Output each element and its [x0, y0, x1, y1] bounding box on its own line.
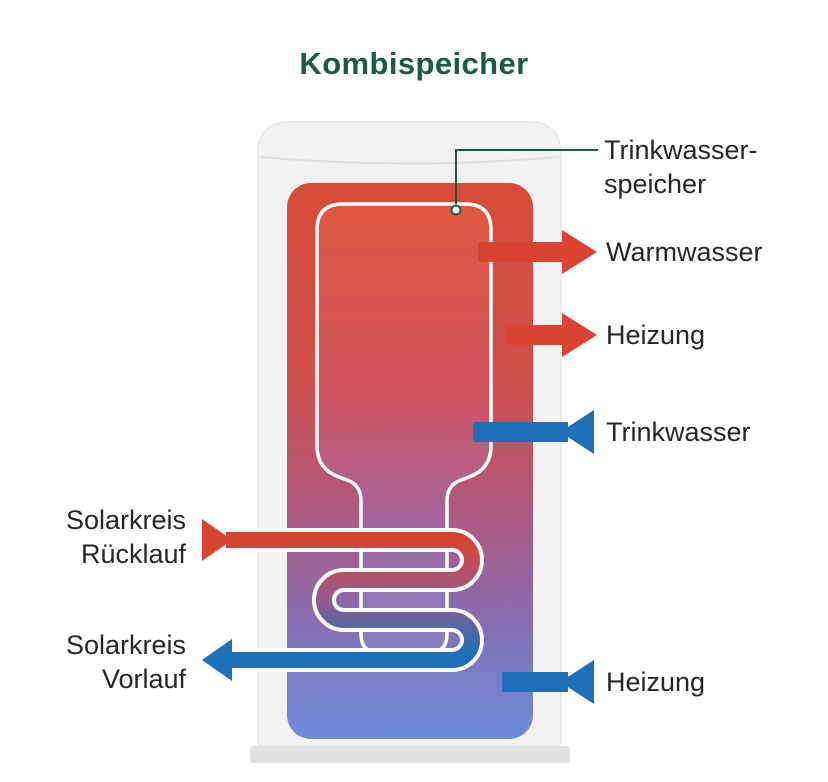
trinkwasser-arrow — [473, 410, 594, 454]
label-solarkreis-vorlauf: Solarkreis Vorlauf — [66, 628, 186, 696]
solarkreis-vorlauf-arrowhead — [202, 639, 232, 681]
label-solarkreis-ruecklauf-line2: Rücklauf — [80, 539, 186, 569]
trinkwasserspeicher-leader-line — [455, 149, 598, 204]
label-trinkwasserspeicher-line1: Trinkwasser- — [604, 135, 758, 165]
trinkwasserspeicher-leader-dot — [450, 204, 462, 216]
tank-base — [250, 746, 570, 763]
label-trinkwasser: Trinkwasser — [606, 417, 751, 447]
warmwasser-arrow — [478, 230, 597, 274]
label-solarkreis-vorlauf-line1: Solarkreis — [65, 630, 186, 660]
label-heizung-bottom: Heizung — [606, 667, 706, 697]
drinking-water-tank — [315, 202, 493, 655]
label-trinkwasserspeicher-line2: speicher — [604, 169, 707, 199]
heizung-bottom-arrow — [502, 660, 594, 704]
label-heizung-top: Heizung — [606, 320, 706, 350]
label-solarkreis-ruecklauf: Solarkreis Rücklauf — [66, 503, 186, 571]
diagram-title: Kombispeicher — [299, 46, 529, 81]
solar-coil — [226, 532, 480, 668]
tank-lid-seam — [259, 156, 560, 165]
label-warmwasser: Warmwasser — [606, 237, 763, 267]
label-trinkwasserspeicher: Trinkwasser- speicher — [604, 133, 758, 201]
heizung-top-arrow — [506, 313, 597, 357]
label-solarkreis-vorlauf-line2: Vorlauf — [101, 664, 186, 694]
label-solarkreis-ruecklauf-line1: Solarkreis — [65, 505, 186, 535]
solarkreis-ruecklauf-arrowhead — [202, 519, 232, 561]
